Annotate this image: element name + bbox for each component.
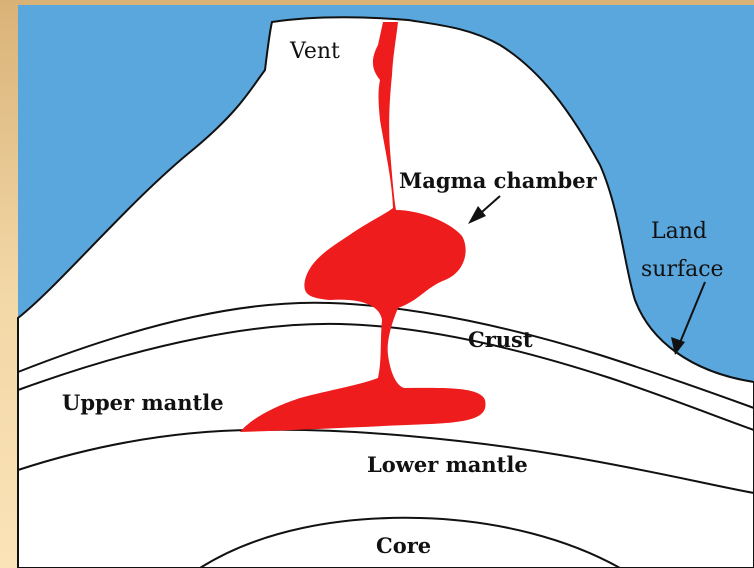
- label-core: Core: [376, 533, 431, 558]
- label-magma-chamber: Magma chamber: [399, 168, 598, 193]
- label-vent: Vent: [289, 39, 340, 64]
- label-lower-mantle: Lower mantle: [367, 452, 528, 477]
- label-land: Land: [651, 219, 707, 244]
- label-crust: Crust: [468, 327, 533, 352]
- label-surface: surface: [641, 257, 724, 282]
- label-upper-mantle: Upper mantle: [62, 390, 224, 415]
